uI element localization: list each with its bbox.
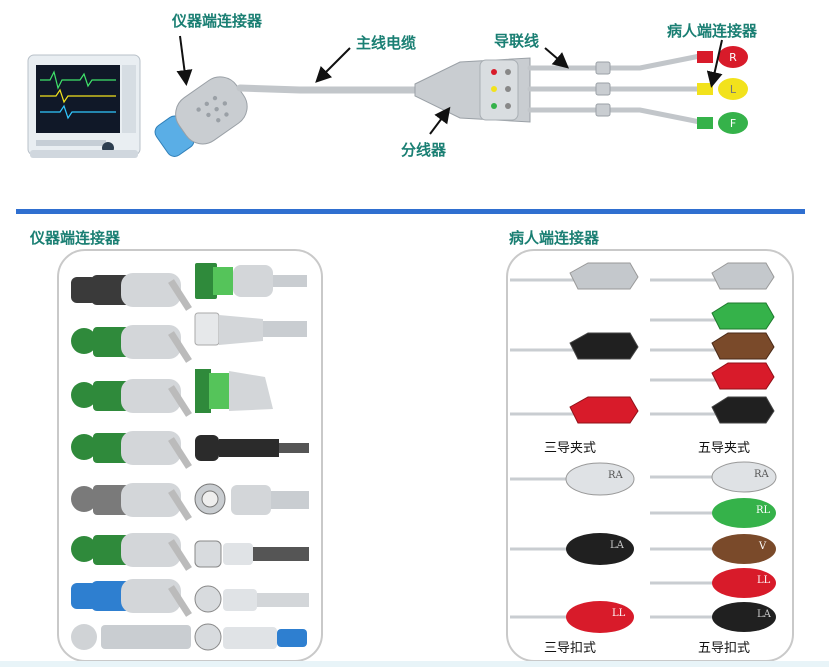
snap-label-five-0: RA — [754, 469, 769, 480]
label-main-cable: 主线电缆 — [356, 34, 417, 52]
label-splitter: 分线器 — [401, 141, 447, 159]
label-instrument-connector: 仪器端连接器 — [172, 12, 263, 30]
lead-wire-sleeves — [595, 61, 611, 117]
instrument-connector-gallery — [71, 263, 309, 651]
snap-label-five-1: RL — [756, 505, 771, 516]
connector-right-column — [194, 263, 309, 651]
electrode-letter-r: R — [729, 51, 737, 64]
five-lead-clips — [650, 262, 775, 424]
label-lead-wire: 导联线 — [494, 32, 540, 50]
three-lead-snaps — [510, 462, 635, 633]
snap-label-three-2: LL — [612, 608, 626, 619]
left-section-title: 仪器端连接器 — [30, 229, 121, 247]
snap-label-five-2: V — [759, 541, 767, 552]
right-section-title: 病人端连接器 — [509, 229, 600, 247]
bottom-band — [0, 661, 829, 667]
snap-label-three-0: RA — [608, 470, 623, 481]
patient-monitor-icon — [27, 54, 141, 158]
three-lead-clips — [510, 262, 639, 424]
snap-label-three-1: LA — [610, 540, 624, 551]
electrode-f: F — [697, 112, 749, 134]
electrode-r: R — [697, 46, 749, 68]
caption-five-clip: 五导夹式 — [697, 441, 750, 456]
instrument-connector-icon — [154, 76, 248, 157]
connector-left-column — [71, 273, 192, 650]
caption-three-clip: 三导夹式 — [543, 441, 596, 456]
section-divider — [16, 209, 805, 214]
callout-arrows — [176, 35, 723, 135]
caption-three-snap: 三导扣式 — [543, 641, 596, 656]
patient-connector-gallery — [510, 262, 777, 633]
caption-five-snap: 五导扣式 — [697, 641, 750, 656]
overview-diagram: R L F 仪器端连接器 主线电缆 导联线 病人端连接器 分线器 — [0, 0, 829, 205]
splitter-icon — [414, 57, 531, 123]
snap-label-five-3: LL — [757, 575, 771, 586]
five-lead-snaps — [650, 461, 777, 632]
label-patient-connector: 病人端连接器 — [667, 22, 758, 40]
electrode-letter-f: F — [730, 117, 736, 130]
electrode-letter-l: L — [730, 83, 737, 96]
instrument-connector-panel — [57, 249, 323, 662]
snap-label-five-4: LA — [757, 609, 771, 620]
patient-connector-panel: RA LA LL RA RL V LL LA 三导夹式 五导夹式 三导扣式 五导… — [506, 249, 794, 662]
